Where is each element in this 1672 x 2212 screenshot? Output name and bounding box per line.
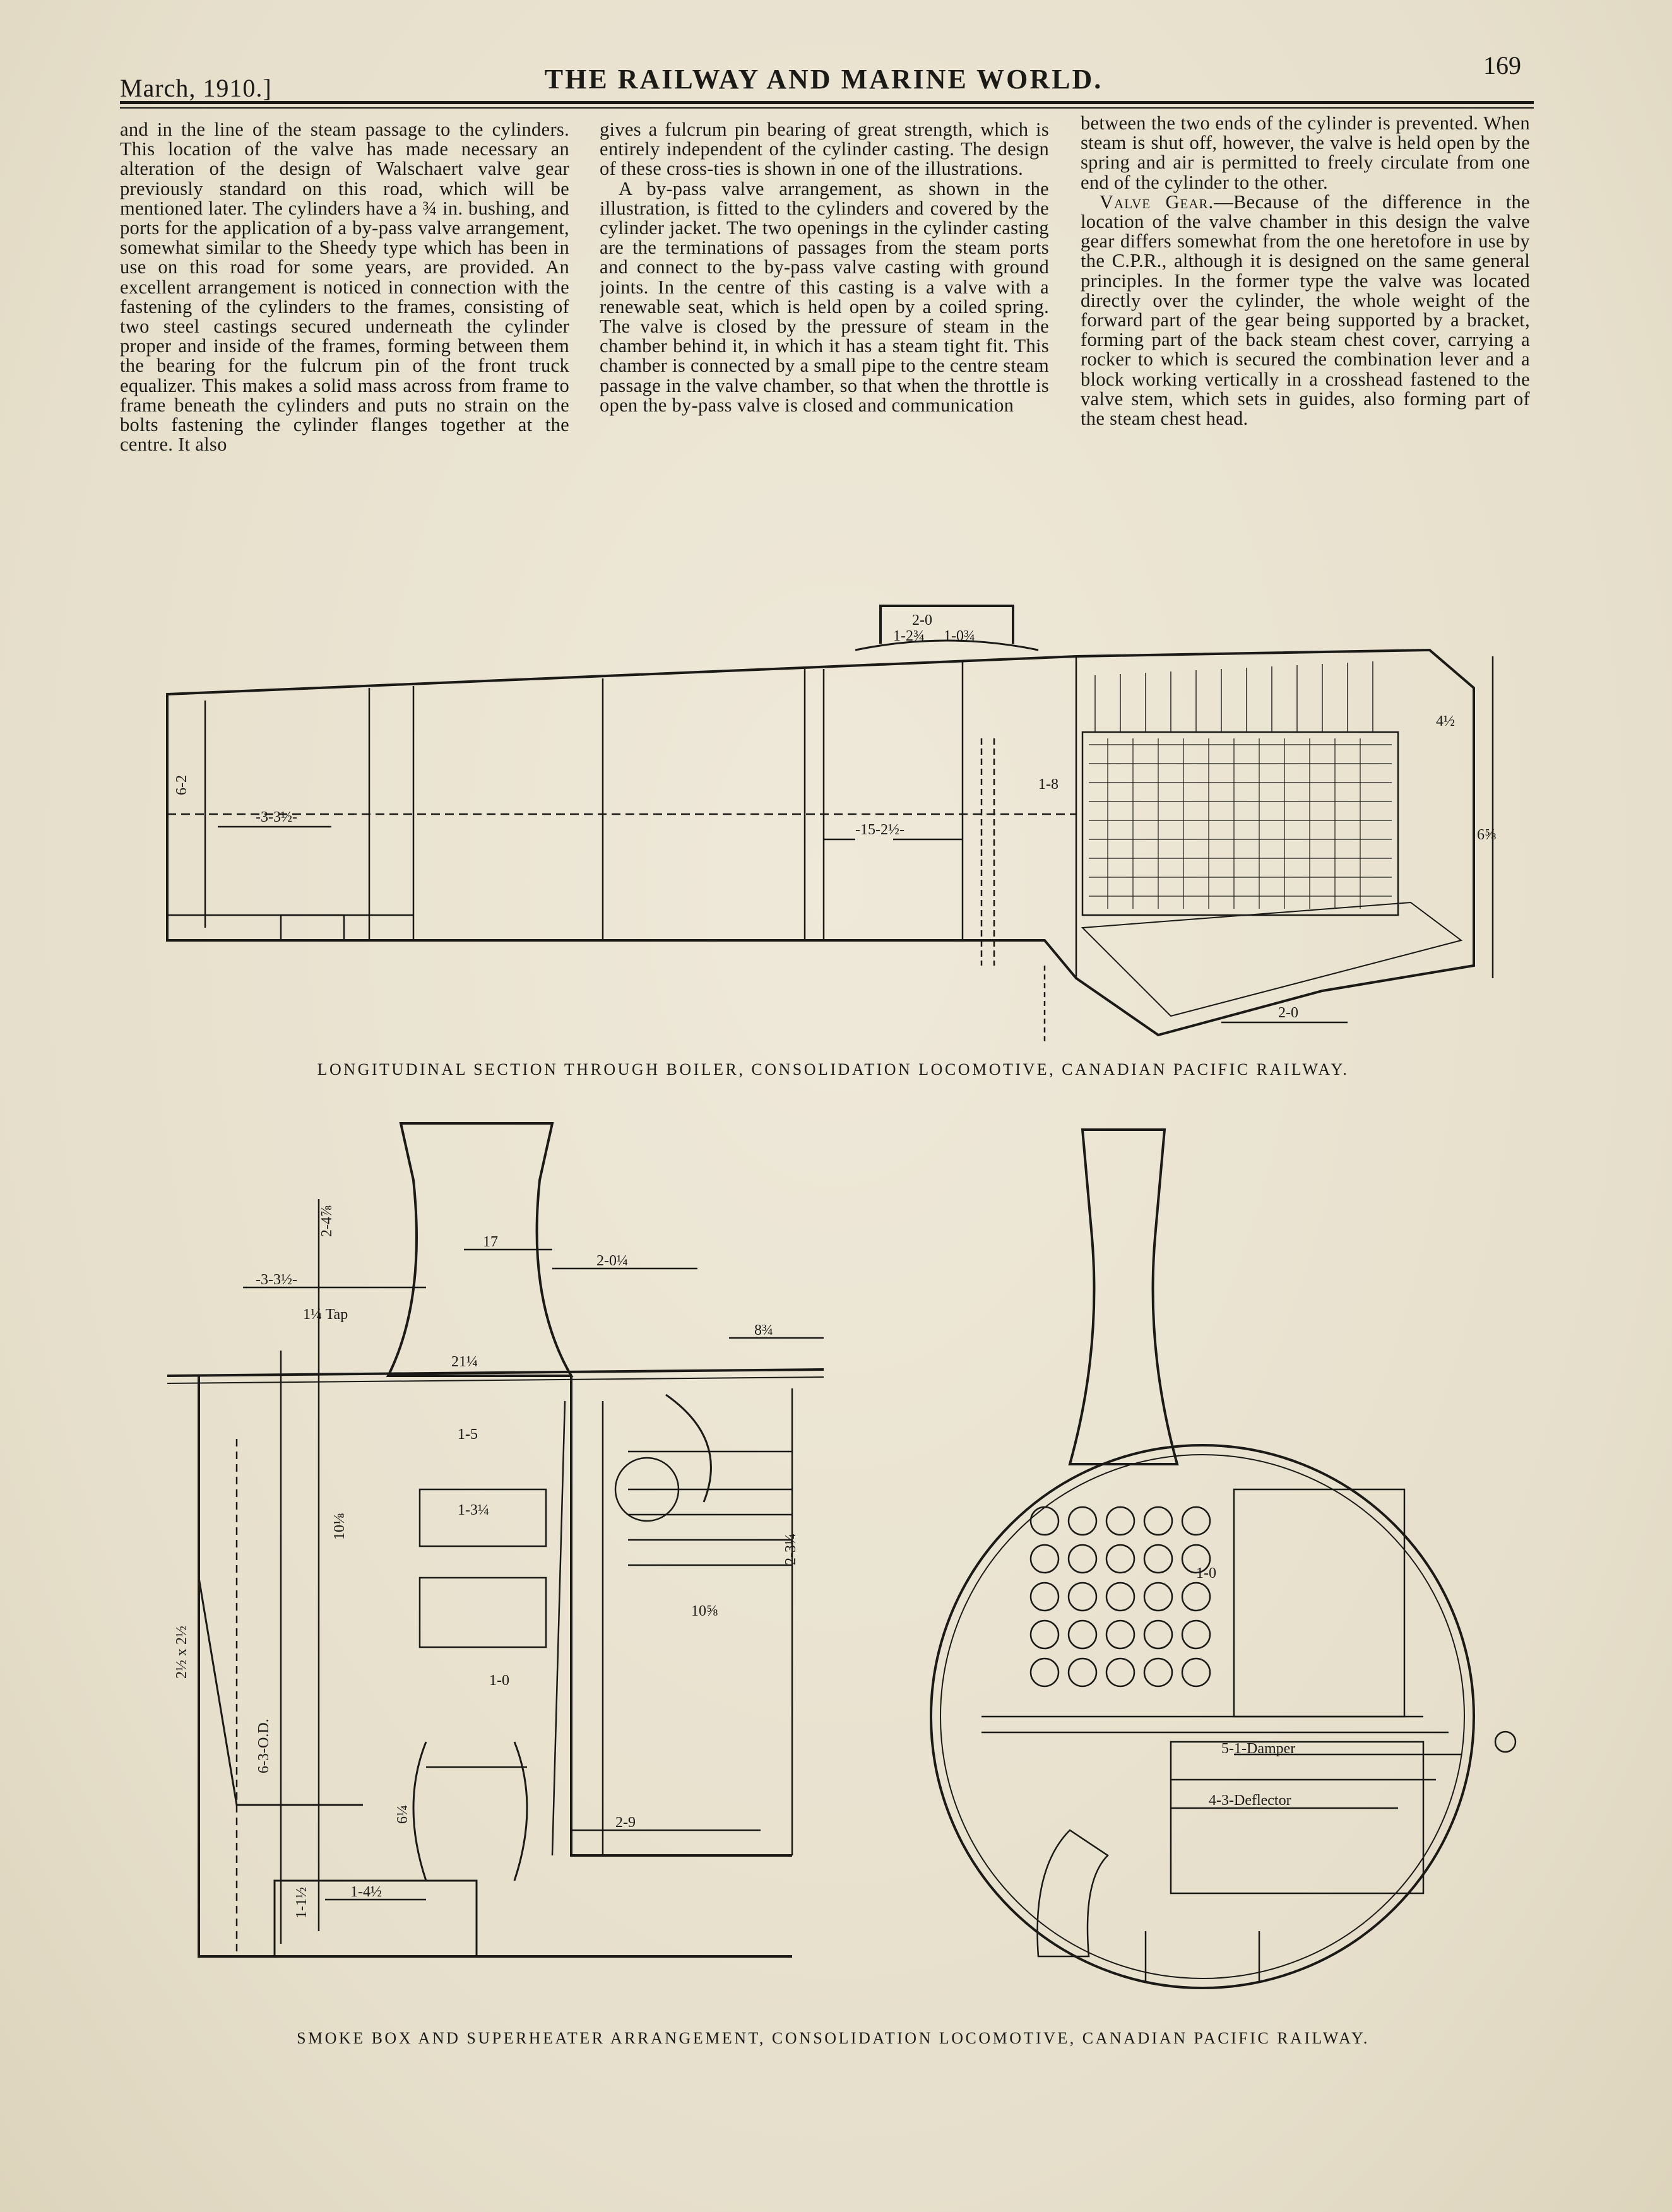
smokebox-drawing: 2-4⅞ -3-3½- 17 2-0¼ 1¼ Tap 21¼ 8¾ 1-5 1-… — [167, 1122, 1517, 1989]
boiler-dim-6: 1-0¾ — [944, 628, 975, 644]
column-2-paragraph-1: gives a fulcrum pin bearing of great str… — [600, 120, 1049, 180]
smokebox-dim-p: 2-9 — [615, 1814, 636, 1831]
smokebox-dim-f: 21¼ — [451, 1354, 478, 1370]
smokebox-end-circle — [930, 1444, 1475, 1989]
boiler-dim-1: -3-3½- — [256, 809, 297, 825]
boiler-shell-outline — [166, 648, 1475, 1037]
smokebox-dim-q: 1-4½ — [350, 1884, 382, 1900]
damper-label: 5-1-Damper — [1221, 1741, 1295, 1757]
smokebox-dim-m: 6-3-O.D. — [256, 1718, 272, 1773]
text-column-1: and in the line of the steam passage to … — [120, 120, 569, 574]
stack-side — [386, 1122, 574, 1377]
smokebox-dim-j: 10⅛ — [331, 1513, 348, 1540]
text-column-3: between the two ends of the cylinder is … — [1081, 114, 1530, 568]
issue-date: March, 1910.] — [120, 74, 272, 102]
smokebox-dim-k: 2-3¼ — [783, 1534, 799, 1565]
smokebox-dim-e: 1¼ Tap — [303, 1306, 348, 1323]
steam-dome — [879, 605, 1014, 644]
valve-gear-heading: Valve Gear. — [1100, 191, 1214, 213]
boiler-dim-10: 6⅝ — [1477, 827, 1496, 843]
smokebox-dim-g: 8¾ — [754, 1322, 773, 1339]
boiler-dim-8: 2-0 — [1278, 1005, 1298, 1021]
boiler-dim-7: 1-8 — [1038, 776, 1058, 793]
boiler-dim-4: 2-0 — [912, 612, 932, 629]
firebox-grid — [1081, 731, 1399, 916]
publication-title: THE RAILWAY AND MARINE WORLD. — [544, 64, 1103, 95]
deflector-label: 4-3-Deflector — [1209, 1792, 1291, 1809]
page-header: March, 1910.] THE RAILWAY AND MARINE WOR… — [120, 44, 1534, 114]
smokebox-dim-s: 6¼ — [394, 1805, 411, 1824]
boiler-dim-3: -15-2½- — [855, 822, 904, 838]
column-1-paragraph: and in the line of the steam passage to … — [120, 120, 569, 456]
column-2-paragraph-2: A by-pass valve arrangement, as shown in… — [600, 177, 1049, 416]
column-3-paragraph-1: between the two ends of the cylinder is … — [1081, 114, 1530, 193]
tube-bank — [1029, 1506, 1211, 1688]
smokebox-dim-b: -3-3½- — [256, 1272, 297, 1288]
smokebox-dim-r: 1-1½ — [293, 1887, 310, 1919]
valve-gear-paragraph: Valve Gear.—Because of the difference in… — [1081, 192, 1530, 429]
header-rule-thin — [120, 107, 1534, 109]
stack-front — [1068, 1128, 1179, 1465]
smokebox-dim-i: 1-3¼ — [458, 1502, 489, 1518]
boiler-section-drawing: -3-3½- 6-2 -15-2½- 2-0 1-2¾ 1-0¾ 1-8 2-0… — [166, 605, 1496, 1041]
smokebox-dim-l: 10⅝ — [691, 1603, 718, 1619]
page-number: 169 — [1483, 51, 1521, 80]
text-column-2: gives a fulcrum pin bearing of great str… — [600, 120, 1049, 574]
smokebox-dim-n: 2½ x 2½ — [174, 1626, 190, 1679]
valve-gear-text: —Because of the difference in the locati… — [1081, 191, 1530, 430]
header-rule — [120, 101, 1534, 104]
smokebox-dim-c: 17 — [483, 1234, 498, 1250]
smokebox-dim-d: 2-0¼ — [596, 1253, 628, 1269]
smokebox-caption: SMOKE BOX AND SUPERHEATER ARRANGEMENT, C… — [297, 2029, 1370, 2047]
smokebox-dim-h: 1-5 — [458, 1426, 478, 1443]
boiler-dim-9: 4½ — [1436, 713, 1455, 730]
boiler-dim-5: 1-2¾ — [893, 628, 925, 644]
smokebox-dim-a: 2-4⅞ — [319, 1205, 335, 1237]
boiler-caption: LONGITUDINAL SECTION THROUGH BOILER, CON… — [317, 1060, 1349, 1079]
boiler-dim-2: 6-2 — [174, 775, 190, 795]
smokebox-dim-o: 1-0 — [489, 1672, 509, 1689]
smokebox-dim-t: 1-0 — [1196, 1565, 1216, 1582]
